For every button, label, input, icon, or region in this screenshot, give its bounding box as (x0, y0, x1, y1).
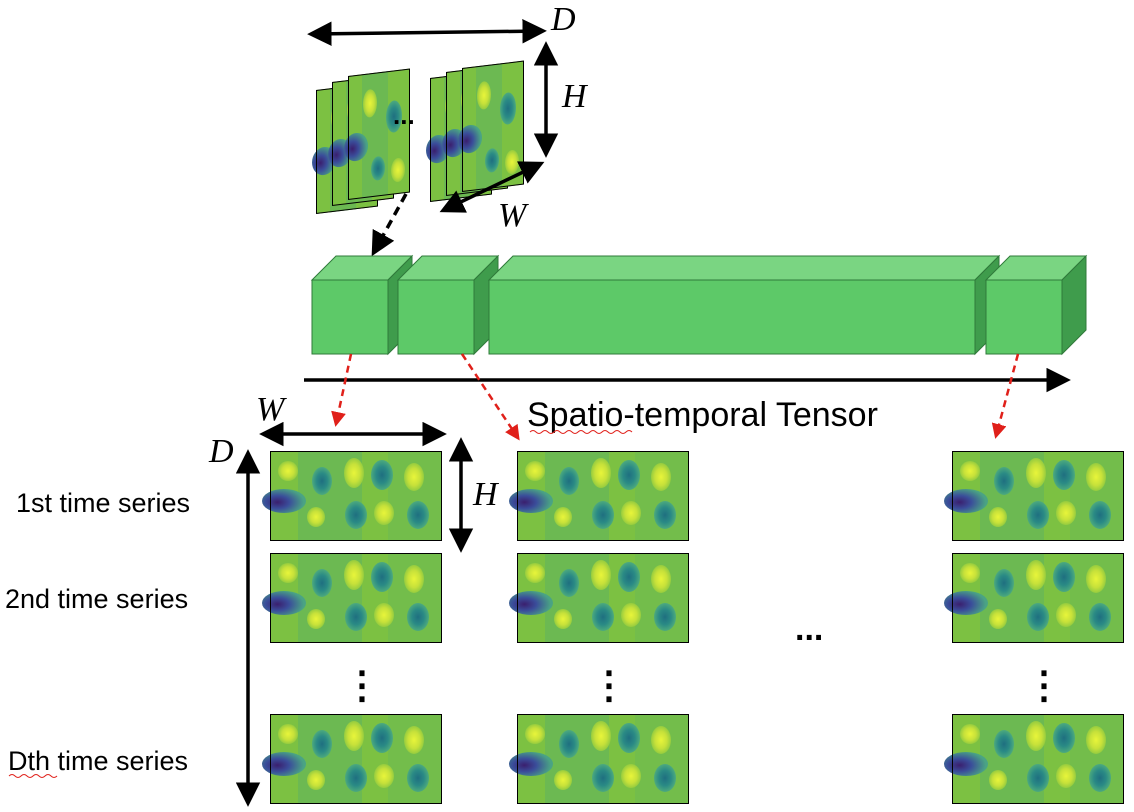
tensor-blocks (310, 254, 1088, 356)
spellcheck-underline (529, 430, 633, 434)
stack-to-tensor-arrow (371, 193, 408, 257)
grid-height-label: H (472, 476, 500, 513)
tensor-block (984, 254, 1088, 356)
field-snapshot (261, 450, 443, 542)
field-snapshot (261, 552, 443, 644)
field-snapshot (508, 713, 690, 805)
tensor-to-column1-arrow (331, 353, 353, 427)
row-label-d: Dth time series (8, 746, 188, 776)
field-snapshot (261, 713, 443, 805)
tensor-block (310, 254, 414, 356)
top-depth-label: D (550, 1, 576, 38)
grid-depth-label: D (208, 433, 234, 470)
row-label-1: 1st time series (16, 488, 190, 518)
tensor-to-column2-arrow (460, 353, 520, 441)
stack-ellipsis: ... (393, 100, 415, 130)
row-ellipsis-col2: ⋮ (590, 665, 628, 707)
top-depth-arrow (307, 19, 547, 46)
top-width-arrow (439, 161, 545, 213)
field-snapshot (943, 713, 1125, 805)
field-snapshot (508, 552, 690, 644)
snapshot-slab (343, 68, 411, 201)
top-width-label: W (498, 197, 529, 234)
field-snapshot (943, 552, 1125, 644)
tensor-to-column3-arrow (991, 353, 1020, 439)
snapshot-grid (261, 450, 1125, 805)
tensor-block (396, 254, 500, 356)
grid-width-label: W (256, 391, 287, 428)
row-label-2: 2nd time series (5, 584, 188, 614)
column-ellipsis: ... (795, 610, 823, 648)
tensor-axis-label: Spatio-temporal Tensor (527, 396, 878, 434)
field-snapshot (943, 450, 1125, 542)
field-snapshot (508, 450, 690, 542)
snapshot-slab (457, 60, 525, 193)
top-height-label: H (561, 78, 589, 115)
row-ellipsis-col3: ⋮ (1025, 665, 1063, 707)
top-snapshot-stack: ... (311, 60, 525, 215)
row-ellipsis-col1: ⋮ (343, 665, 381, 707)
spellcheck-underline (8, 774, 58, 778)
tensor-block-long (487, 254, 1001, 356)
